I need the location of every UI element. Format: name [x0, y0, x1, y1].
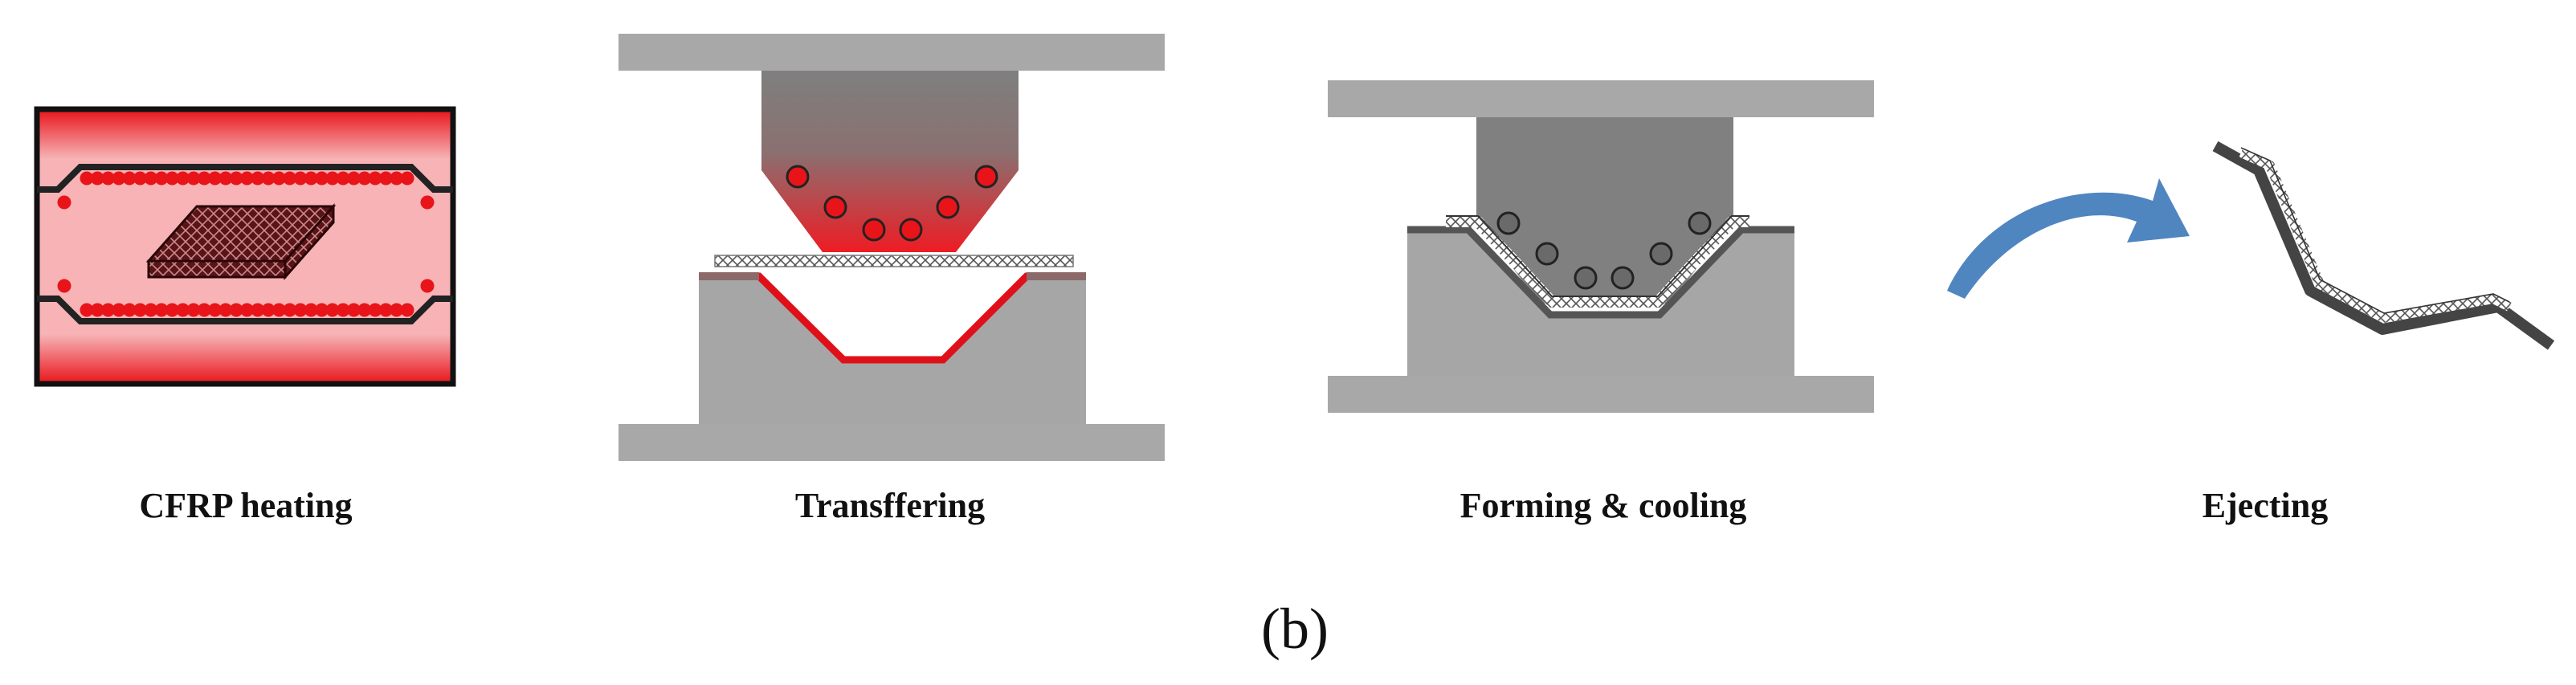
heater-element — [400, 171, 414, 186]
lower-heater-rail — [37, 296, 453, 324]
heater-element — [823, 195, 847, 219]
eject-arrow-icon — [1947, 178, 2190, 299]
cooling-channel — [1688, 211, 1712, 235]
step-label-ejecting: Ejecting — [2202, 486, 2329, 525]
heater-element — [57, 279, 71, 293]
heater-element — [786, 165, 810, 189]
cfrp-laminate — [145, 203, 337, 280]
punch-cooling-channels — [1496, 211, 1712, 290]
ejecting-diagram — [1947, 141, 2555, 350]
heater-element — [57, 195, 71, 210]
cooling-channel — [1611, 266, 1635, 290]
formed-cfrp-hatched — [1446, 216, 1749, 308]
step-label-forming-cooling: Forming & cooling — [1459, 486, 1747, 525]
step-label-transferring: Transffering — [794, 486, 986, 525]
hot-punch — [761, 71, 1019, 252]
subfigure-label: (b) — [1261, 597, 1329, 661]
cooling-channel — [1649, 242, 1673, 266]
upper-platen — [618, 34, 1165, 71]
heater-element — [420, 195, 435, 210]
heater-element — [400, 303, 414, 317]
heater-element — [899, 218, 923, 242]
forming-press-diagram — [1328, 80, 1874, 413]
ejected-part — [2212, 141, 2555, 350]
cfrp-blank-sheet — [714, 255, 1074, 267]
cooling-channel — [1574, 266, 1598, 290]
punch-heaters — [786, 165, 998, 242]
lower-heater-elements — [57, 279, 435, 317]
lower-die — [1407, 230, 1794, 376]
lower-platen — [1328, 376, 1874, 413]
heater-element — [936, 195, 960, 219]
cooling-channel — [1496, 211, 1521, 235]
heater-element — [420, 279, 435, 293]
heater-element — [862, 218, 886, 242]
transfer-press-diagram — [618, 34, 1165, 461]
oven-diagram — [34, 106, 456, 387]
cooling-channel — [1535, 242, 1559, 266]
formed-part-in-die — [1407, 226, 1794, 319]
upper-heater-elements — [57, 171, 435, 210]
lower-die — [699, 276, 1086, 424]
step-label-cfrp-heating: CFRP heating — [139, 486, 353, 525]
upper-heater-rail — [37, 164, 453, 193]
lower-platen — [618, 424, 1165, 461]
ejected-part-hatched — [2239, 148, 2512, 323]
upper-platen — [1328, 80, 1874, 117]
heater-element — [974, 165, 998, 189]
